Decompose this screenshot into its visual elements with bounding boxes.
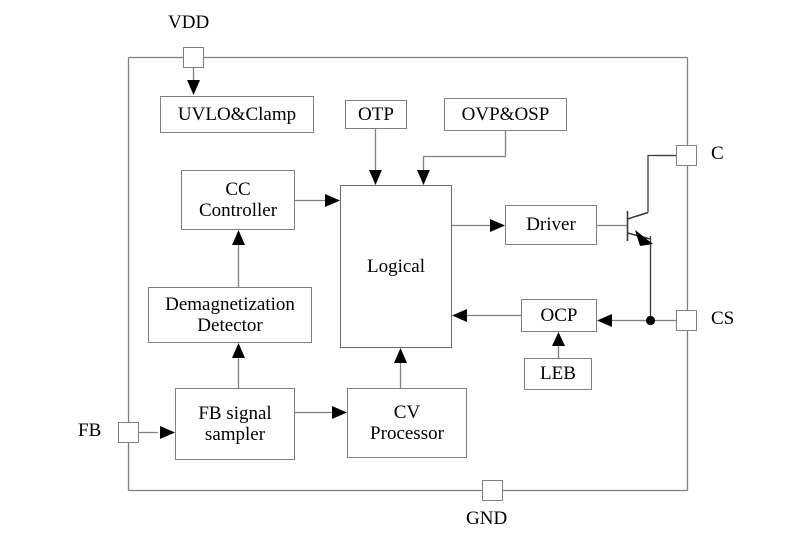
block-logical[interactable]: Logical — [340, 185, 452, 348]
arrowhead-leb-ocp — [552, 332, 565, 346]
arrowhead-fbs-cv — [332, 406, 347, 419]
block-uvlo-clamp[interactable]: UVLO&Clamp — [160, 96, 314, 133]
pin-cs[interactable] — [676, 310, 697, 331]
transistor-collector-lead — [627, 211, 649, 220]
block-cv-processor[interactable]: CV Processor — [347, 388, 467, 458]
block-ocp[interactable]: OCP — [521, 299, 597, 332]
wire-collector-to-c — [647, 154, 676, 213]
pin-fb[interactable] — [118, 422, 139, 443]
arrowhead-fbs-demag — [232, 343, 245, 358]
arrowhead-emitter — [635, 230, 653, 246]
arrowhead-demag-cc — [232, 230, 245, 245]
arrowhead-ovp-logical — [417, 170, 430, 185]
pin-gnd[interactable] — [482, 480, 503, 501]
arrowhead-vdd-uvlo — [187, 80, 200, 95]
block-leb[interactable]: LEB — [524, 358, 592, 390]
pin-label-cs: CS — [711, 308, 735, 329]
block-fb-signal-sampler[interactable]: FB signal sampler — [175, 388, 295, 460]
arrowhead-logical-driver — [490, 219, 505, 232]
pin-label-c: C — [711, 143, 724, 164]
arrowhead-ocp-logical — [452, 309, 467, 322]
block-cc-controller[interactable]: CC Controller — [181, 170, 295, 230]
pin-label-vdd: VDD — [168, 12, 210, 33]
pin-vdd[interactable] — [183, 47, 204, 68]
cs-junction-dot — [645, 315, 656, 326]
block-ovp-osp[interactable]: OVP&OSP — [444, 98, 567, 131]
arrowheads — [160, 80, 653, 439]
wire-ovp-to-logical — [422, 131, 507, 178]
block-driver[interactable]: Driver — [505, 205, 597, 245]
pin-label-gnd: GND — [466, 508, 508, 529]
arrowhead-fb-fbs — [160, 426, 175, 439]
arrowhead-cv-logical — [394, 348, 407, 363]
block-demagnetization-detector[interactable]: Demagnetization Detector — [148, 287, 312, 343]
pin-c[interactable] — [676, 145, 697, 166]
pin-label-fb: FB — [78, 420, 102, 441]
arrowhead-otp-logical — [369, 170, 382, 185]
block-otp[interactable]: OTP — [345, 100, 407, 129]
arrowhead-cs-ocp — [597, 314, 612, 327]
arrowhead-cc-logical — [325, 194, 340, 207]
